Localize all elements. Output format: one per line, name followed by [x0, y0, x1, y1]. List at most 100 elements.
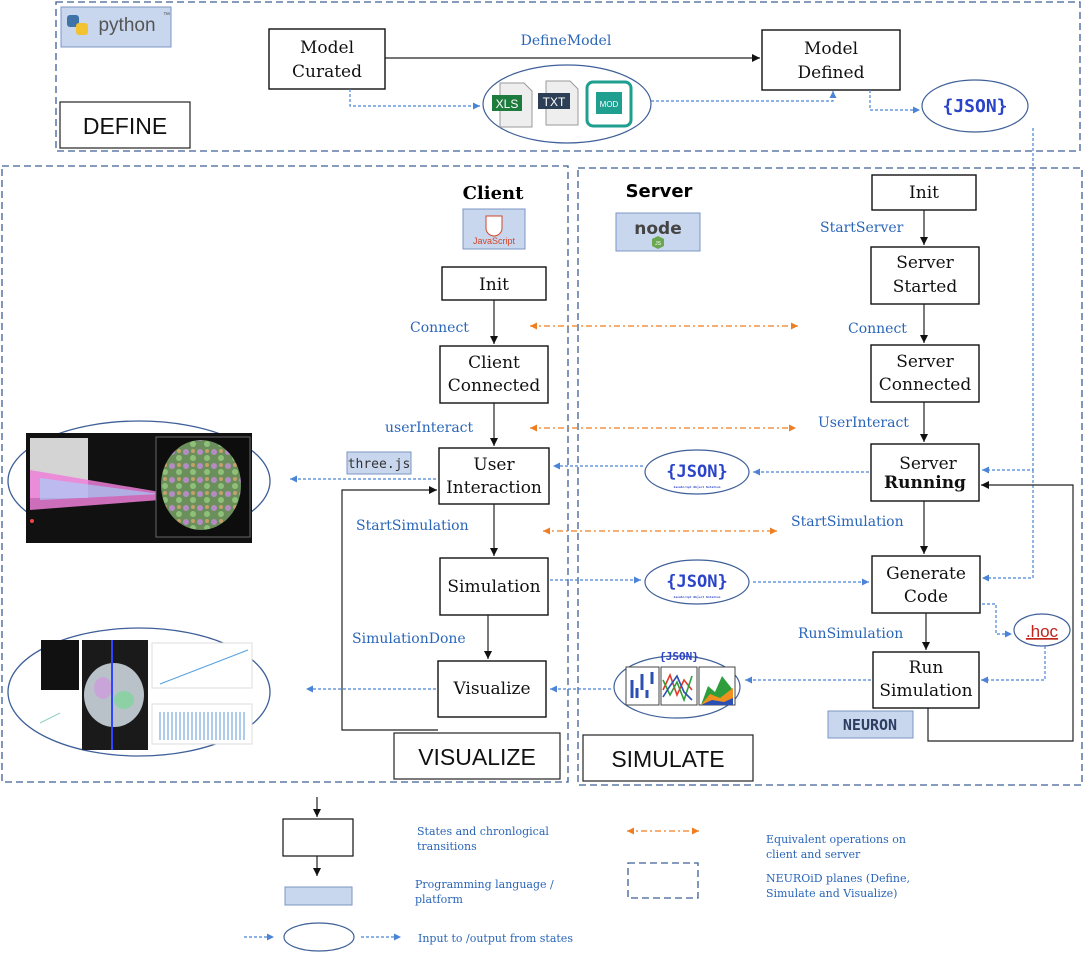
- legend-platform-line1: Programming language /: [415, 878, 554, 891]
- state-client-init: Init: [441, 266, 547, 301]
- svg-text:Model: Model: [804, 39, 858, 59]
- svg-text:Defined: Defined: [798, 63, 865, 83]
- svg-text:DEFINE: DEFINE: [83, 113, 167, 139]
- svg-text:.hoc: .hoc: [1026, 622, 1059, 641]
- transition-server-user-interact: UserInteract: [818, 415, 909, 431]
- svg-text:Server: Server: [896, 352, 954, 372]
- legend-io-text: Input to /output from states: [418, 932, 573, 945]
- javascript-platform-badge: JavaScript: [462, 208, 526, 250]
- svg-text:User: User: [473, 455, 515, 475]
- visualize-plane: [1, 165, 569, 783]
- legend-equivalent-line1: Equivalent operations on: [766, 833, 906, 846]
- visualize-loop-back: [341, 486, 438, 731]
- svg-text:Init: Init: [909, 183, 939, 203]
- svg-text:NEURON: NEURON: [843, 716, 897, 734]
- transition-server-start-simulation: StartSimulation: [791, 514, 904, 530]
- java-cup-icon: [485, 215, 503, 237]
- python-trademark: ™: [163, 12, 170, 19]
- visualize-plane-label: VISUALIZE: [393, 732, 561, 780]
- generate-to-hoc-io: [982, 603, 1012, 638]
- define-plane-label: DEFINE: [59, 101, 191, 149]
- svg-text:{JSON}: {JSON}: [666, 462, 727, 482]
- define-json-to-generate-io: [982, 470, 1034, 582]
- curated-to-formats-io: [349, 89, 480, 110]
- svg-text:Curated: Curated: [292, 62, 362, 82]
- state-generate-code: Generate Code: [871, 555, 981, 614]
- node-label: node: [634, 219, 681, 239]
- state-visualize: Visualize: [437, 660, 547, 718]
- transition-run-simulation: RunSimulation: [798, 626, 903, 642]
- svg-text:JavaScript Object Notation: JavaScript Object Notation: [674, 485, 721, 489]
- legend-platform-box: [284, 886, 353, 906]
- svg-text:MOD: MOD: [600, 100, 619, 109]
- legend-states-line2: transitions: [417, 840, 477, 853]
- svg-text:Connected: Connected: [879, 375, 972, 395]
- legend-planes-line2: Simulate and Visualize): [766, 887, 897, 900]
- transition-define-model: DefineModel: [521, 33, 612, 49]
- svg-text:Generate: Generate: [886, 564, 966, 584]
- svg-text:Model: Model: [300, 38, 354, 58]
- transition-client-user-interact: userInteract: [385, 420, 474, 436]
- legend: States and chronlogical transitions Prog…: [244, 797, 910, 952]
- svg-text:three.js: three.js: [348, 457, 411, 472]
- client-title: Client: [463, 183, 525, 204]
- node-hexagon-icon: [652, 236, 664, 249]
- json-badge-simulation: {JSON} JavaScript Object Notation: [644, 559, 750, 605]
- neuron-platform-badge: NEURON: [827, 710, 914, 739]
- state-client-simulation: Simulation: [439, 557, 549, 616]
- svg-text:Interaction: Interaction: [446, 478, 542, 498]
- legend-states-line1: States and chronlogical: [417, 825, 549, 838]
- transition-simulation-done: SimulationDone: [352, 631, 466, 647]
- simulation-plots-screenshot: [7, 627, 271, 757]
- state-client-connected: Client Connected: [439, 345, 549, 404]
- svg-text:XLS: XLS: [496, 97, 519, 111]
- file-formats-group: XLS TXT MOD: [482, 64, 652, 144]
- javascript-label: JavaScript: [473, 236, 516, 246]
- svg-text:Started: Started: [893, 277, 958, 297]
- svg-text:Run: Run: [909, 658, 944, 678]
- state-server-connected: Server Connected: [870, 344, 980, 403]
- state-server-running: Server Running: [870, 443, 980, 502]
- svg-text:Client: Client: [468, 353, 520, 373]
- legend-equivalent-line2: client and server: [766, 848, 861, 861]
- formats-to-defined-io: [651, 91, 837, 102]
- transition-server-connect: Connect: [848, 321, 907, 337]
- transition-client-start-simulation: StartSimulation: [356, 518, 469, 534]
- define-json-to-server-io: [982, 128, 1034, 474]
- svg-text:VISUALIZE: VISUALIZE: [418, 744, 536, 770]
- hoc-file-badge: .hoc: [1013, 613, 1071, 647]
- svg-text:Server: Server: [896, 253, 954, 273]
- svg-text:Server: Server: [899, 454, 957, 474]
- svg-text:JavaScript Object Notation: JavaScript Object Notation: [674, 595, 721, 599]
- mod-file-icon: MOD: [585, 80, 633, 128]
- state-server-started: Server Started: [870, 246, 980, 305]
- transition-start-server: StartServer: [820, 220, 904, 236]
- legend-io-ellipse: [283, 922, 355, 952]
- legend-state-box: [282, 818, 354, 857]
- threejs-platform-badge: three.js: [346, 451, 412, 475]
- svg-text:Code: Code: [904, 587, 948, 607]
- svg-text:Visualize: Visualize: [452, 679, 530, 699]
- node-platform-badge: node JS: [615, 212, 701, 252]
- server-title: Server: [626, 181, 693, 202]
- python-platform-label: python: [98, 15, 155, 36]
- define-plane: [55, 1, 1081, 152]
- svg-text:Simulation: Simulation: [879, 681, 972, 701]
- svg-text:Simulation: Simulation: [447, 577, 540, 597]
- svg-text:{JSON}: {JSON}: [659, 650, 699, 663]
- svg-text:Running: Running: [884, 473, 966, 493]
- transition-client-connect: Connect: [410, 320, 469, 336]
- python-logo-icon: [67, 15, 88, 35]
- svg-text:{JSON}: {JSON}: [666, 572, 727, 592]
- hoc-to-run-io: [981, 646, 1046, 684]
- legend-platform-line2: platform: [415, 893, 463, 906]
- svg-text:TXT: TXT: [543, 95, 566, 109]
- txt-file-icon: TXT: [538, 80, 579, 126]
- results-json-charts: {JSON}: [613, 650, 741, 719]
- state-server-init: Init: [871, 174, 977, 211]
- state-model-defined: Model Defined: [761, 29, 901, 91]
- defined-to-json-io: [869, 90, 920, 114]
- json-badge-interaction: {JSON} JavaScript Object Notation: [644, 449, 750, 495]
- state-run-simulation: Run Simulation: [872, 651, 980, 709]
